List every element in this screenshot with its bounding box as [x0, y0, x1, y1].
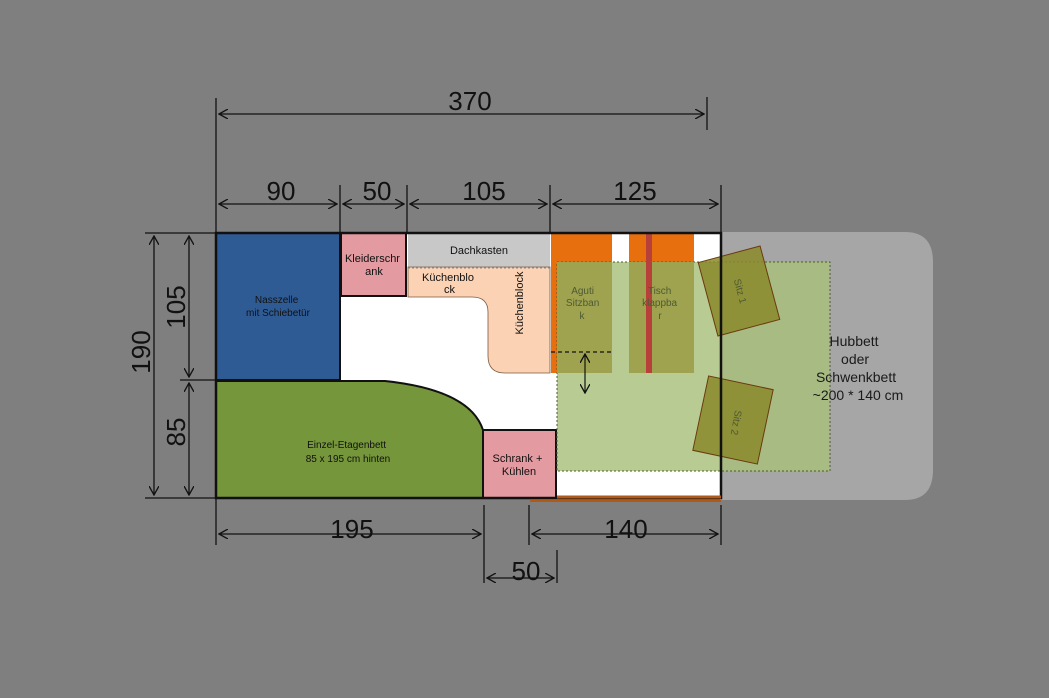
schrank-area — [482, 429, 557, 499]
sitz-2-seat — [692, 375, 774, 465]
sitz-1-seat — [697, 245, 781, 337]
hubbett-label-3: Schwenkbett — [816, 369, 896, 385]
dim-top-4: 125 — [613, 176, 656, 206]
svg-text:Tisch klappba r: Tisch klappba r — [642, 286, 680, 322]
schrank-label-2: Kühlen — [502, 466, 536, 478]
kleiderschrank-area — [340, 232, 407, 297]
tisch-label-1: Tisch — [648, 286, 672, 297]
sitz-2-label: Sitz 2 — [728, 409, 743, 436]
svg-text:Hubbett oder Schwenkbe: Hubbett oder Schwenkbett ~200 * 140 cm — [813, 333, 904, 403]
hubbett-label-4: ~200 * 140 cm — [813, 387, 904, 403]
nasszelle-label-2: mit Schiebetür — [246, 308, 311, 319]
outer-wall — [214, 231, 723, 500]
dim-side-1: 105 — [161, 285, 191, 328]
dimension-lines — [145, 97, 722, 583]
dim-top-1: 90 — [267, 176, 296, 206]
tisch-label-3: r — [658, 311, 662, 322]
kuechenblock-area — [407, 266, 551, 374]
dim-bottom-1: 195 — [330, 514, 373, 544]
dim-side-2: 85 — [161, 418, 191, 447]
sitzbank-label-2: Sitzban — [566, 298, 599, 309]
kuechenblock-label-2: ck — [444, 284, 456, 296]
nasszelle-area — [215, 232, 341, 381]
svg-text:Aguti Sitzban k: Aguti Sitzban k — [566, 286, 602, 322]
dim-total-length: 370 — [448, 86, 491, 116]
kuechenblock-label-1: Küchenblo — [422, 272, 474, 284]
schrank-label-1: Schrank + — [493, 453, 543, 465]
kuechenblock-vertical-label: Küchenblock — [514, 271, 526, 334]
dachkasten-label: Dachkasten — [450, 245, 508, 257]
svg-text:Nasszelle mit Schiebetür: Nasszelle mit Schiebetür — [246, 295, 311, 319]
svg-text:Schrank + Kühlen: Schrank + Kühlen — [493, 453, 546, 478]
sitzbank-label-1: Aguti — [571, 286, 594, 297]
hubbett-label-1: Hubbett — [830, 333, 879, 349]
dim-bottom-3: 50 — [512, 556, 541, 586]
dim-top-3: 105 — [462, 176, 505, 206]
tisch-label-2: klappba — [642, 298, 677, 309]
kleiderschrank-label-1: Kleiderschr — [345, 253, 400, 265]
tisch-orange-block — [629, 234, 694, 262]
hubbett-label-2: oder — [841, 351, 869, 367]
kleiderschrank-label-2: ank — [365, 266, 383, 278]
dim-bottom-2: 140 — [604, 514, 647, 544]
tisch-block — [629, 262, 694, 373]
dim-total-width: 190 — [126, 330, 156, 373]
nasszelle-label-1: Nasszelle — [255, 295, 299, 306]
etagenbett-label-2: 85 x 195 cm hinten — [306, 454, 391, 465]
sitzbank-label-3: k — [580, 311, 586, 322]
svg-text:Kleiderschr ank: Kleiderschr ank — [345, 253, 403, 278]
svg-text:Einzel-Etagenbett 85 x 195: Einzel-Etagenbett 85 x 195 cm hinten — [306, 440, 391, 465]
dim-top-2: 50 — [363, 176, 392, 206]
etagenbett-label-1: Einzel-Etagenbett — [307, 440, 386, 451]
dachkasten-area — [408, 234, 550, 267]
svg-text:Küchenblo ck: Küchenblo ck — [422, 272, 477, 296]
tisch-red-bar — [646, 234, 652, 373]
